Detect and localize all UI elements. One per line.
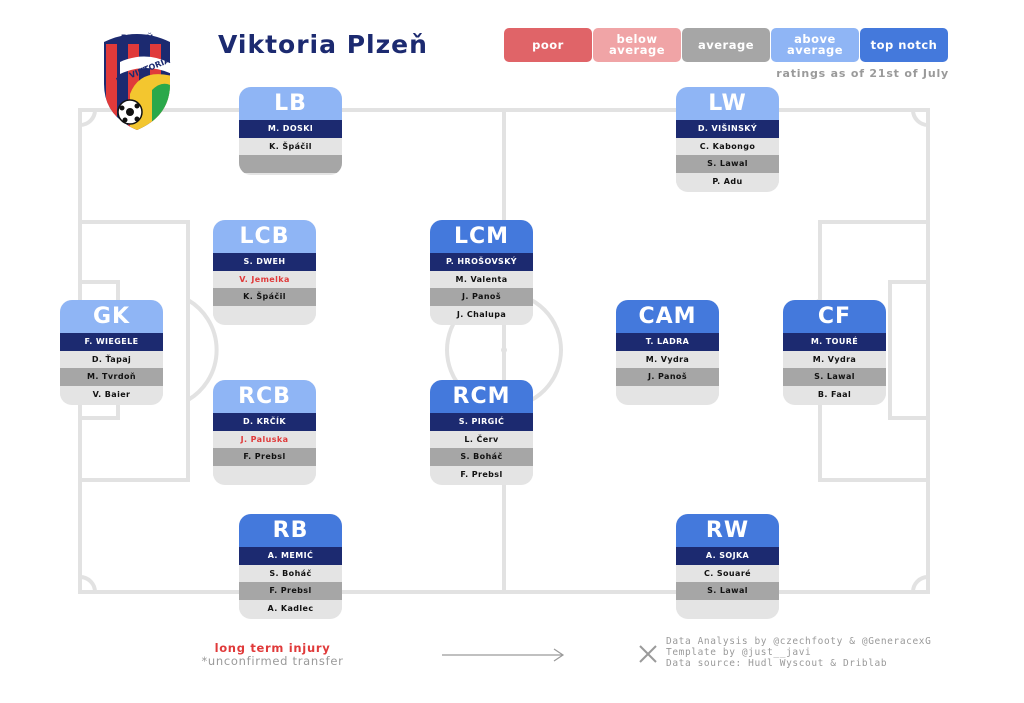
backup-player [616,385,719,404]
legend-average: average [682,28,770,62]
backup-player: M. Tvrdoň [60,368,163,386]
starter-player: F. WIEGELE [60,333,163,351]
x-logo-icon [639,645,657,663]
position-label: LB [239,87,342,120]
backup-player: M. Valenta [430,270,533,289]
legend-poor: poor [504,28,592,62]
credit-analysis: Data Analysis by @czechfooty & @Generace… [666,636,932,647]
backup-player: F. Prebsl [430,465,533,484]
legend-above-average: above average [771,28,859,62]
position-label: RCM [430,380,533,413]
backup-player: A. Kadlec [239,599,342,618]
backup-player: F. Prebsl [213,448,316,466]
backup-player: S. Lawal [783,368,886,386]
position-label: CAM [616,300,719,333]
position-label: RCB [213,380,316,413]
injury-legend: long term injury [214,641,331,655]
backup-player: J. Panoš [430,288,533,306]
backup-player: J. Chalupa [430,305,533,324]
backup-player: C. Kabongo [676,137,779,156]
backup-player: L. Červ [430,430,533,449]
ratings-date-note: ratings as of 21st of July [776,67,949,80]
starter-player: D. KRČÍK [213,413,316,431]
credit-template: Template by @just__javi [666,647,812,658]
starter-player: S. DWEH [213,253,316,271]
position-label: LCM [430,220,533,253]
starter-player: D. VIŠINSKÝ [676,120,779,138]
page-title: Viktoria Plzeň [218,30,428,59]
position-label: LCB [213,220,316,253]
backup-player: B. Faal [783,385,886,404]
backup-player: S. Lawal [676,582,779,600]
backup-player: M. Vydra [783,350,886,369]
position-label: RB [239,514,342,547]
backup-player: D. Ťapaj [60,350,163,369]
backup-player: C. Souaré [676,564,779,583]
starter-player: A. SOJKA [676,547,779,565]
club-crest-logo: PLZEŇ FC VIKTORIA [104,32,172,130]
backup-player: K. Špáčil [213,288,316,306]
backup-player [676,599,779,618]
credit-source: Data source: Hudl Wyscout & Driblab [666,658,888,669]
backup-player: P. Adu [676,172,779,191]
backup-player: S. Lawal [676,155,779,173]
backup-player [213,465,316,484]
starter-player: P. HROŠOVSKÝ [430,253,533,271]
backup-player [239,155,342,173]
legend-top-notch: top notch [860,28,948,62]
arrow-icon [442,648,565,662]
backup-player: V. Jemelka [213,270,316,289]
starter-player: T. LADRA [616,333,719,351]
backup-player: V. Baier [60,385,163,404]
starter-player: M. DOSKI [239,120,342,138]
backup-player: K. Špáčil [239,137,342,156]
starter-player: A. MEMIĆ [239,547,342,565]
legend-below-average: below average [593,28,681,62]
starter-player: S. PIRGIĆ [430,413,533,431]
credits: Data Analysis by @czechfooty & @Generace… [666,636,931,669]
position-label: GK [60,300,163,333]
backup-player: J. Panoš [616,368,719,386]
backup-player [213,305,316,324]
transfer-legend: *unconfirmed transfer [201,654,344,668]
position-label: RW [676,514,779,547]
backup-player: F. Prebsl [239,582,342,600]
crest-top-text: PLZEŇ [121,32,154,44]
backup-player: S. Boháč [239,564,342,583]
position-label: CF [783,300,886,333]
backup-player: M. Vydra [616,350,719,369]
backup-player: S. Boháč [430,448,533,466]
position-label: LW [676,87,779,120]
backup-player: J. Paluska [213,430,316,449]
starter-player: M. TOURÉ [783,333,886,351]
